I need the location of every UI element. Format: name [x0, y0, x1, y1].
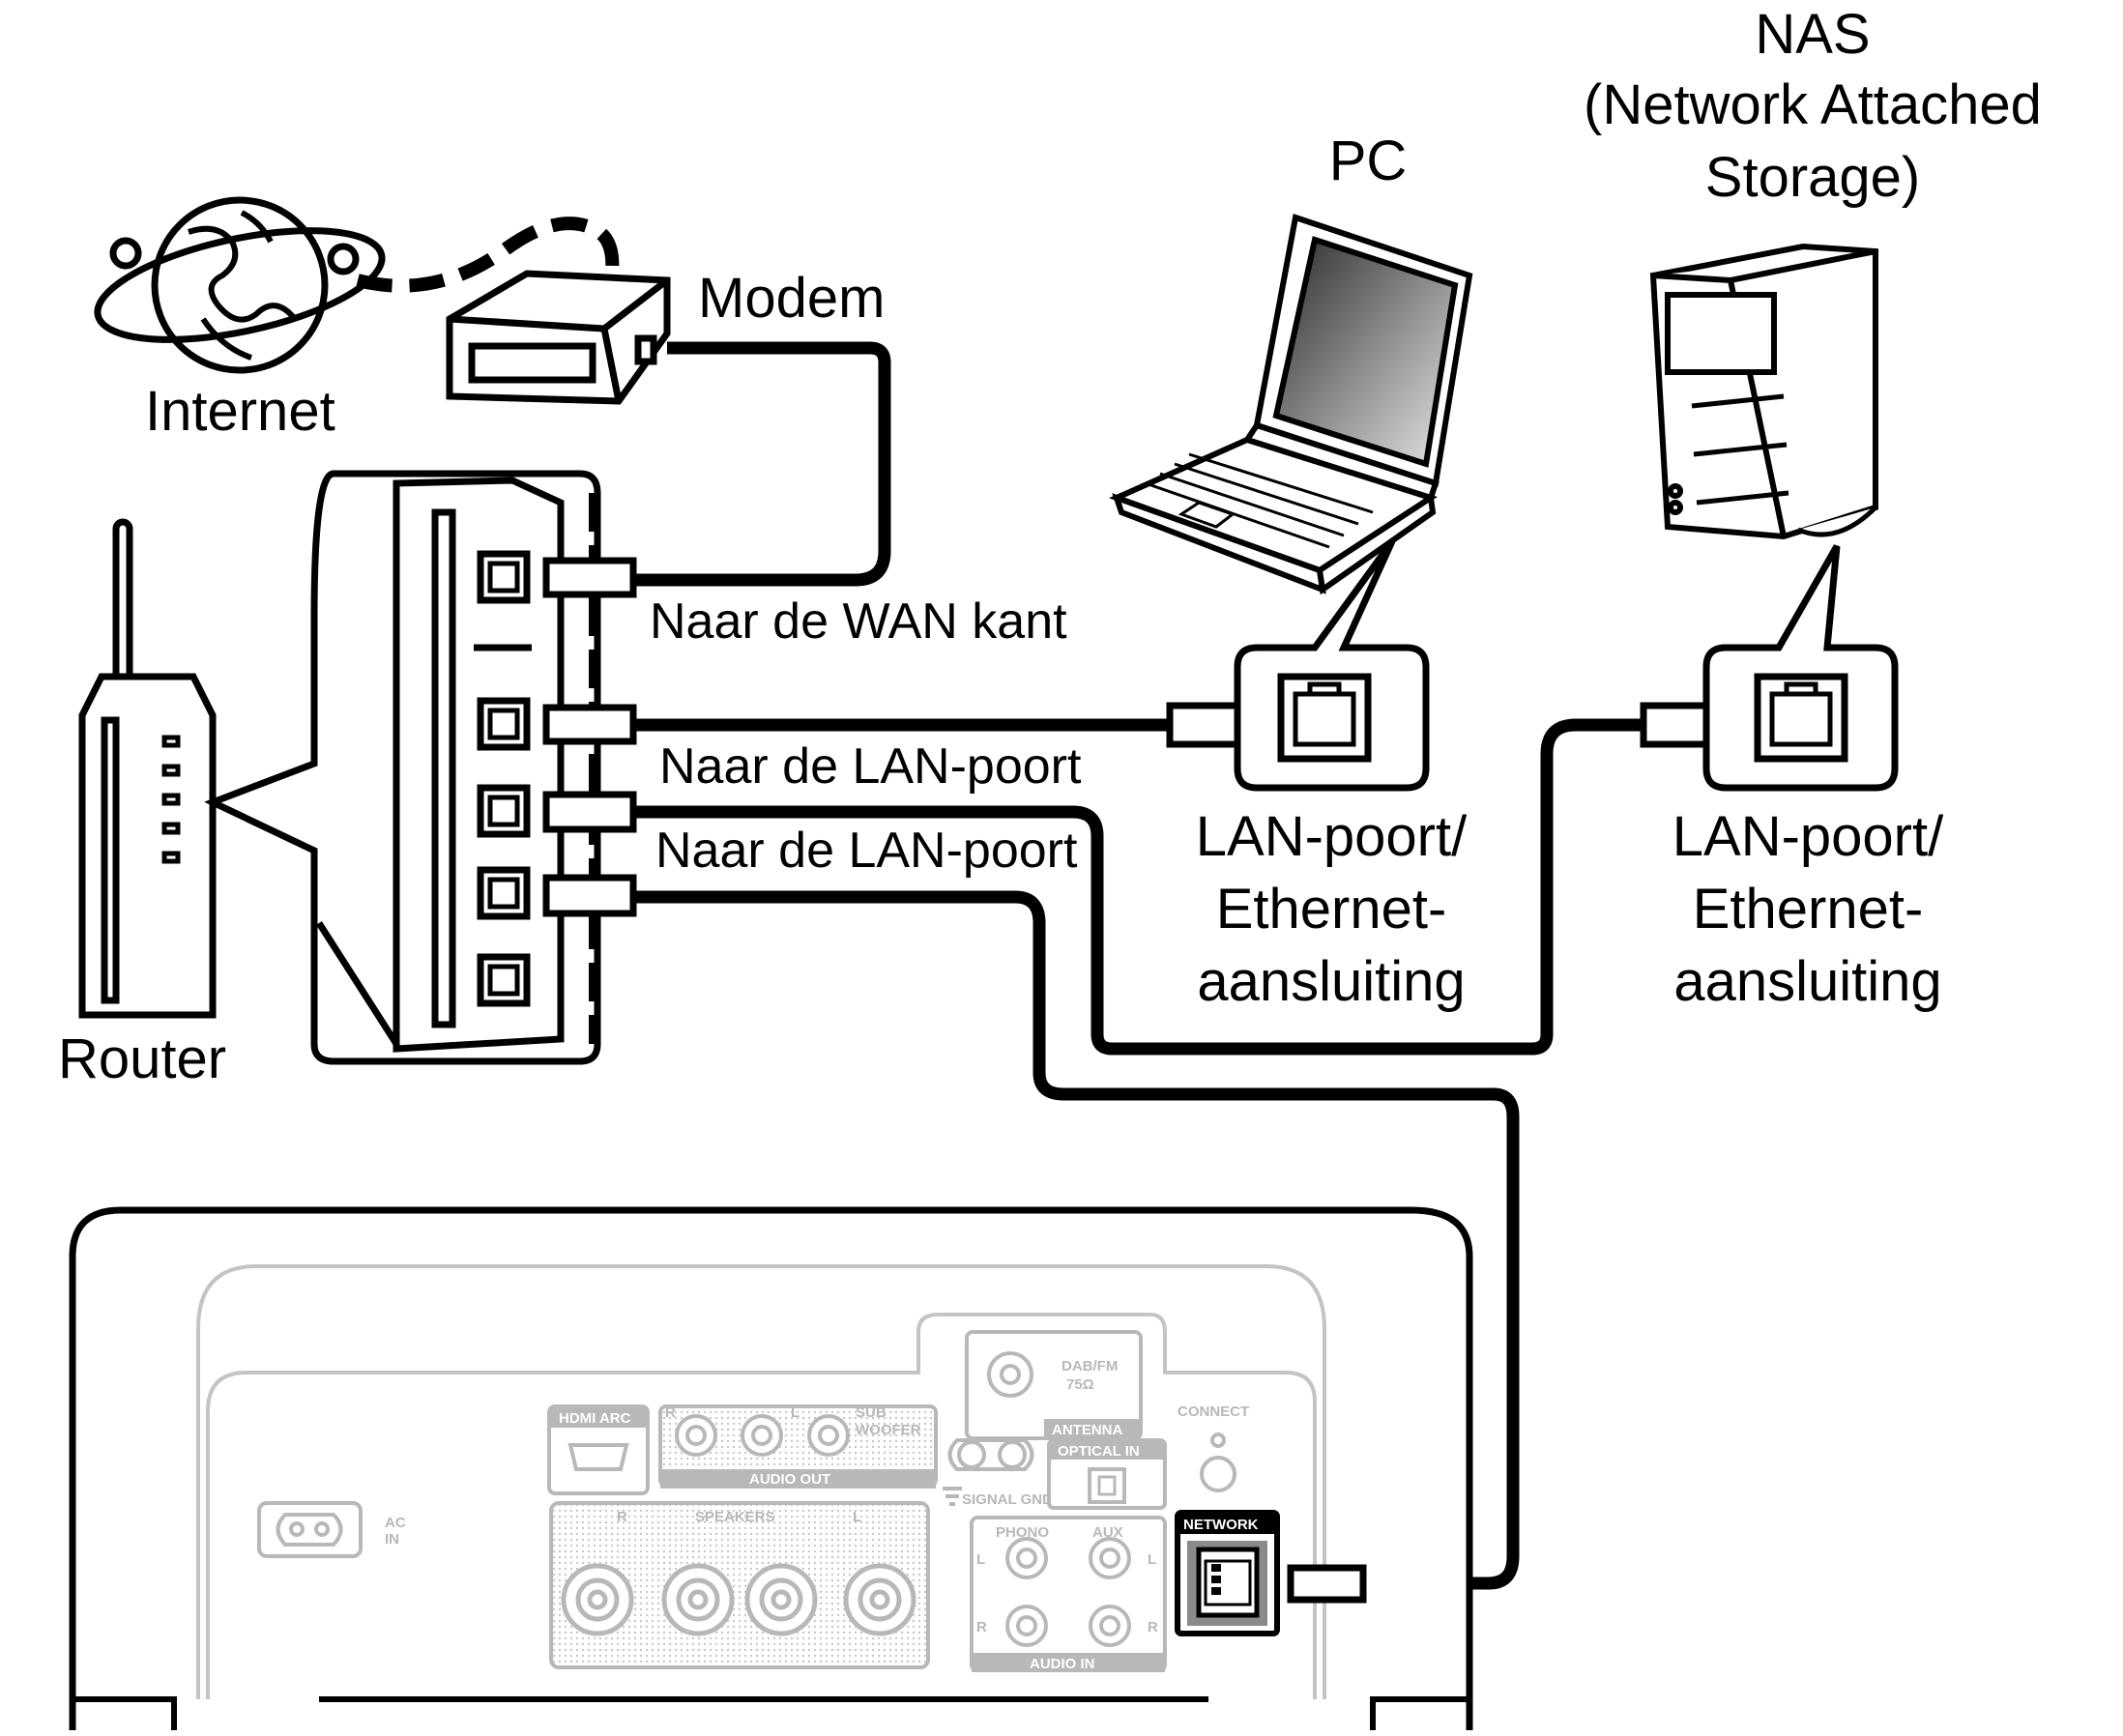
router-plugs [542, 557, 637, 917]
router-wan-port [477, 550, 531, 604]
audio-out-block [658, 1404, 938, 1489]
nas-label-1: NAS [1755, 3, 1870, 66]
hdmi-arc-label: HDMI ARC [559, 1410, 631, 1427]
router-receiver-cable [633, 890, 1520, 1590]
subwoofer-label-1: SUB [856, 1404, 887, 1421]
nas-label-3: Storage) [1705, 146, 1920, 209]
nas-port-label-3: aansluiting [1673, 950, 1941, 1013]
audio-in-r-label-aux: R [1148, 1619, 1158, 1635]
router-lan-port-1 [477, 697, 531, 751]
modem-wan-cable [628, 341, 891, 587]
dab-fm-label: DAB/FM [1062, 1358, 1118, 1374]
subwoofer-label-2: WOOFER [856, 1422, 921, 1438]
nas-port-callout [1702, 544, 1899, 792]
receiver-plug [1287, 1564, 1367, 1604]
internet-label: Internet [145, 380, 335, 443]
nas-label-2: (Network Attached [1584, 73, 2042, 136]
lan-label-2: Naar de LAN-poort [655, 823, 1078, 879]
router-lan-port-4 [477, 953, 531, 1007]
ac-in-label-1: AC [385, 1515, 406, 1531]
audio-in-l-label-aux: L [1148, 1551, 1156, 1568]
laptop-icon [1108, 214, 1473, 595]
ac-in-label-2: IN [385, 1531, 399, 1548]
aux-label: AUX [1092, 1524, 1123, 1541]
router-lan-port-3 [477, 866, 531, 920]
ac-in-socket [257, 1501, 363, 1558]
pc-port-label-3: aansluiting [1197, 950, 1465, 1013]
antenna-label: ANTENNA [1052, 1422, 1122, 1438]
globe-icon [94, 196, 386, 374]
network-port [1175, 1510, 1280, 1636]
speakers-label: SPEAKERS [695, 1509, 775, 1525]
audio-out-label: AUDIO OUT [749, 1471, 830, 1488]
pc-port-label-1: LAN-poort/ [1196, 805, 1468, 868]
network-label: NETWORK [1183, 1517, 1259, 1533]
connect-label: CONNECT [1178, 1403, 1249, 1420]
ohm-label: 75Ω [1066, 1376, 1094, 1393]
hdmi-arc-port [547, 1404, 650, 1495]
audio-out-l-label: L [791, 1404, 800, 1421]
router-lan-port-2 [477, 784, 531, 838]
nas-ethernet-port [1754, 673, 1848, 763]
modem-label: Modem [698, 267, 885, 330]
nas-port-label-2: Ethernet- [1693, 878, 1924, 940]
router-callout [204, 470, 601, 1065]
signal-gnd-label: SIGNAL GND [962, 1491, 1053, 1508]
speakers-l-label: L [853, 1509, 861, 1525]
lan-label-1: Naar de LAN-poort [659, 738, 1082, 795]
audio-in-l-label-phono: L [976, 1551, 985, 1568]
audio-in-block [970, 1516, 1167, 1672]
audio-in-label: AUDIO IN [1030, 1656, 1095, 1672]
pc-ethernet-port [1277, 673, 1372, 763]
nas-port-label-1: LAN-poort/ [1672, 805, 1944, 868]
speakers-block [549, 1501, 930, 1669]
nas-icon [1649, 243, 1878, 540]
wan-label: Naar de WAN kant [650, 593, 1067, 650]
optical-in-label: OPTICAL IN [1058, 1443, 1140, 1460]
pc-port-callout [1234, 538, 1430, 792]
modem-icon [446, 270, 671, 405]
optical-in-port [1047, 1438, 1167, 1510]
router-nas-cable [633, 718, 1643, 1056]
router-label: Router [58, 1027, 226, 1090]
audio-in-r-label-phono: R [976, 1619, 987, 1635]
connect-button [1200, 1432, 1236, 1492]
audio-out-r-label: R [665, 1404, 676, 1421]
phono-label: PHONO [996, 1524, 1049, 1541]
pc-port-label-2: Ethernet- [1216, 878, 1447, 940]
internet-modem-dashed-link [356, 217, 620, 293]
speakers-r-label: R [617, 1509, 627, 1525]
signal-gnd-terminal [943, 1438, 1034, 1506]
pc-label: PC [1329, 130, 1408, 192]
router-icon [78, 518, 217, 1019]
